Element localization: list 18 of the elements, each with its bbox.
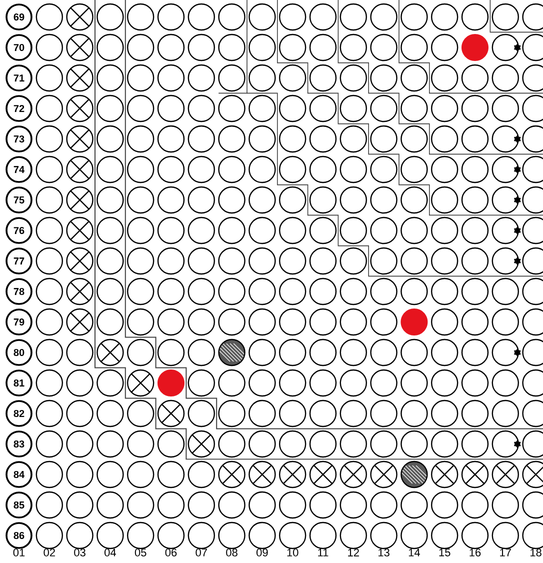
column-number: 03 <box>74 548 86 556</box>
column-number: 08 <box>226 548 238 556</box>
column-number: 06 <box>165 548 177 556</box>
column-number: 17 <box>500 548 511 556</box>
column-number: 15 <box>439 548 450 556</box>
column-number: 01 <box>13 548 25 556</box>
column-number: 12 <box>348 548 359 556</box>
column-number: 10 <box>287 548 298 556</box>
column-number: 14 <box>408 548 420 556</box>
column-number: 05 <box>134 548 146 556</box>
column-number: 07 <box>196 548 207 556</box>
column-number: 04 <box>104 548 116 556</box>
column-number: 13 <box>378 548 390 556</box>
column-number: 11 <box>318 548 328 556</box>
column-number: 18 <box>530 548 542 556</box>
column-number: 02 <box>44 548 55 556</box>
column-number: 09 <box>256 548 268 556</box>
column-number: 16 <box>470 548 481 556</box>
